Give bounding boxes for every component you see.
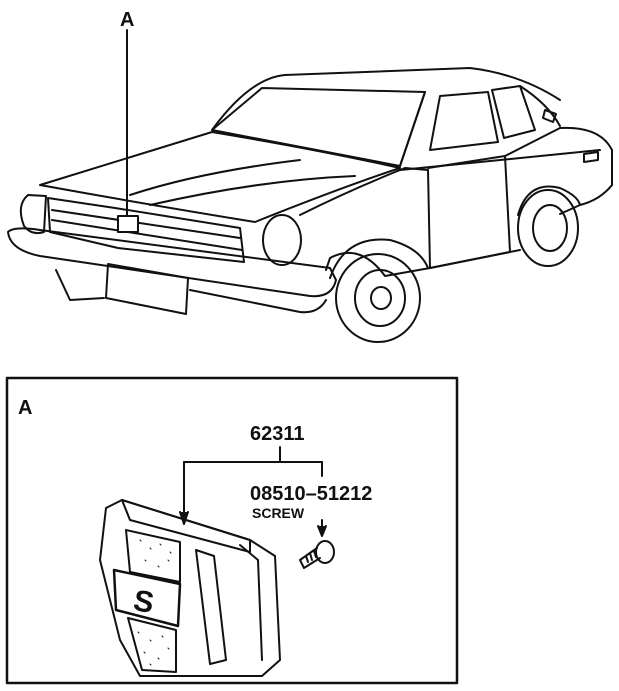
car-lower-valance [55, 269, 327, 314]
car-side-line [399, 149, 601, 171]
car-rear-wheel-arch [517, 185, 581, 216]
emblem-side-slot [195, 549, 227, 665]
car-hood-crease [129, 159, 301, 196]
screw-icon [299, 540, 335, 569]
car-grille-bar-2 [51, 219, 243, 251]
car-roof [211, 67, 561, 131]
car-side-window-rear [491, 85, 536, 139]
car-headlight-right [262, 214, 302, 266]
detail-panel-frame [5, 376, 459, 685]
car-front-hub [370, 286, 392, 310]
car-windshield [211, 87, 426, 167]
emblem-top-face [121, 499, 251, 553]
emblem-letter: S [131, 584, 156, 620]
emblem-pointer-arrow [179, 511, 189, 525]
car-hood-crease-2 [149, 175, 356, 206]
car-grille-bar-1 [51, 209, 241, 239]
car-illustration [7, 29, 613, 343]
car-front-wheel-arch [329, 238, 429, 279]
callout-a-label: A [120, 9, 134, 31]
part-number-62311: 62311 [250, 423, 305, 445]
car-front-fender [299, 167, 431, 277]
emblem-upper-panel [125, 529, 181, 583]
car-front-wheel [335, 253, 421, 343]
car-license-plate [105, 263, 189, 315]
emblem-right-edge [239, 544, 263, 661]
car-headlight-left [19, 194, 47, 235]
car-a-pillar [399, 91, 426, 167]
car-rear-marker [583, 151, 599, 163]
car-front-bumper [7, 227, 337, 298]
car-grille-emblem [117, 215, 139, 233]
car-side-mirror [542, 109, 557, 123]
emblem-outer-body [99, 499, 281, 677]
emblem-lower-panel [127, 617, 177, 673]
car-hood [39, 131, 401, 223]
emblem-s-panel [112, 568, 182, 628]
car-rear-body [504, 126, 613, 215]
car-rear-wheel-rim [532, 204, 568, 252]
part-number-screw: 08510–51212 [250, 483, 372, 505]
car-side-window-front [429, 91, 499, 151]
car-rear-wheel [517, 189, 579, 267]
emblem-stipple [137, 539, 172, 666]
emblem-illustration [99, 499, 281, 677]
car-front-wheel-rim [354, 269, 406, 327]
screw-description: SCREW [252, 505, 305, 521]
panel-a-label: A [18, 397, 32, 419]
car-c-pillar [519, 85, 561, 127]
screw-pointer-arrow [317, 525, 327, 537]
car-rocker [429, 249, 521, 269]
car-front-door [427, 155, 511, 269]
